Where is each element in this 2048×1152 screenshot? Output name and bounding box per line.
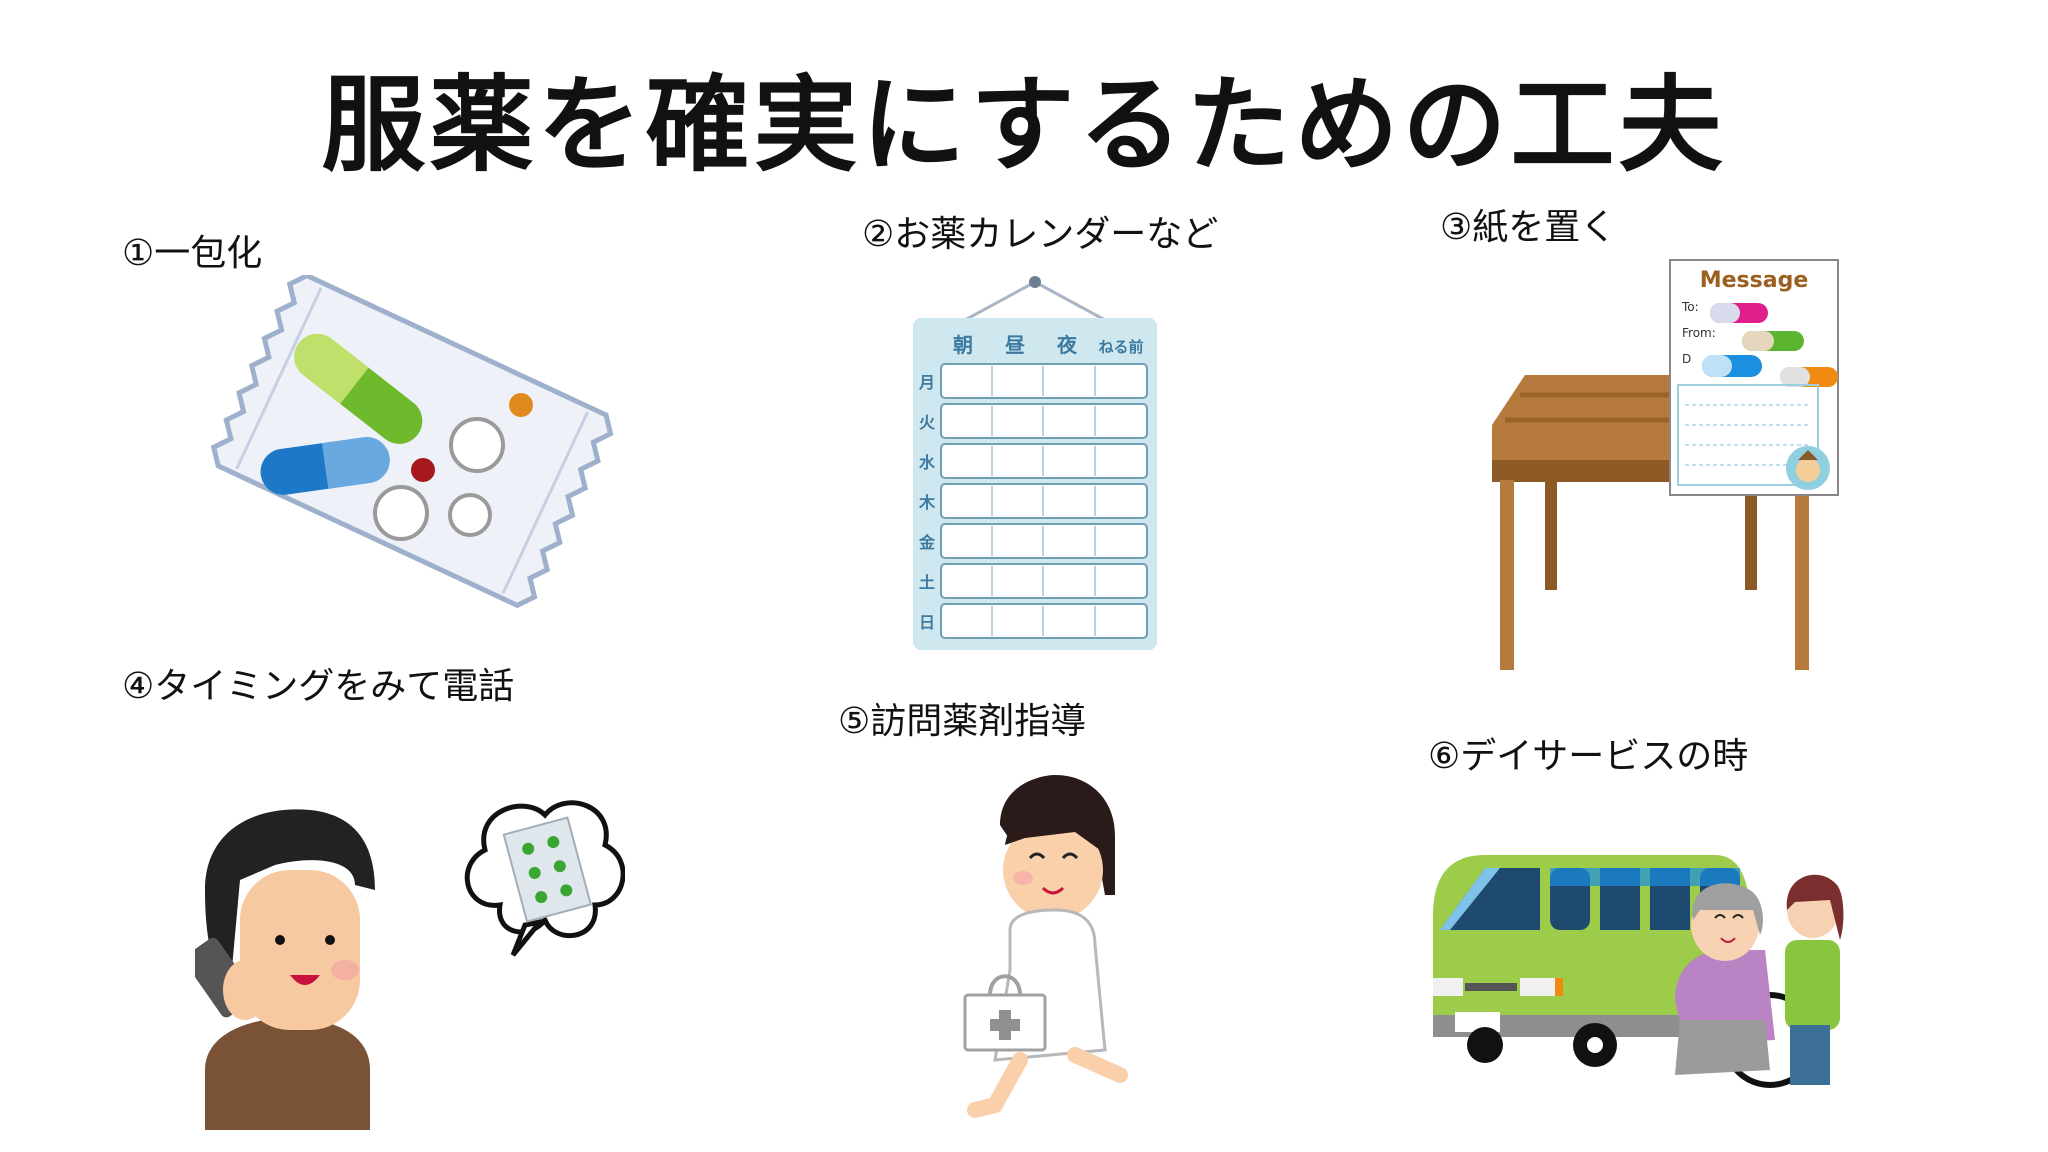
svg-text:D: D — [1682, 352, 1691, 366]
calendar-col-morning: 朝 — [953, 333, 973, 357]
section-label-2: ②お薬カレンダーなど — [862, 214, 1219, 255]
section-label-4: ④タイミングをみて電話 — [122, 666, 515, 707]
medicine-packet-icon — [205, 275, 615, 615]
svg-text:To:: To: — [1681, 300, 1699, 314]
section-label-6: ⑥デイサービスの時 — [1428, 736, 1749, 777]
calendar-row-4: 金 — [918, 533, 936, 552]
section-label-5: ⑤訪問薬剤指導 — [838, 701, 1087, 742]
calendar-col-bedtime: ねる前 — [1098, 338, 1143, 356]
svg-text:From:: From: — [1682, 326, 1716, 340]
calendar-col-night: 夜 — [1056, 333, 1078, 357]
calendar-row-0: 月 — [918, 373, 935, 392]
table-with-message-card-icon: Message To: From: D — [1480, 255, 1840, 685]
day-service-van-icon — [1425, 840, 1885, 1100]
nurse-with-medical-bag-icon — [955, 770, 1155, 1130]
section-label-1: ①一包化 — [122, 233, 263, 274]
calendar-row-5: 土 — [919, 573, 935, 592]
slide-title: 服薬を確実にするための工夫 — [321, 64, 1727, 186]
calendar-col-noon: 昼 — [1005, 333, 1025, 357]
calendar-row-1: 火 — [919, 413, 936, 432]
section-label-3: ③紙を置く — [1440, 207, 1617, 248]
message-card-heading: Message — [1700, 268, 1809, 293]
calendar-row-6: 日 — [919, 613, 935, 632]
medicine-calendar-icon: 朝 昼 夜 ねる前 月火水木金土日 — [905, 272, 1165, 657]
calendar-row-3: 木 — [918, 493, 936, 512]
calendar-row-2: 水 — [919, 453, 936, 472]
man-on-phone-icon — [195, 790, 625, 1150]
